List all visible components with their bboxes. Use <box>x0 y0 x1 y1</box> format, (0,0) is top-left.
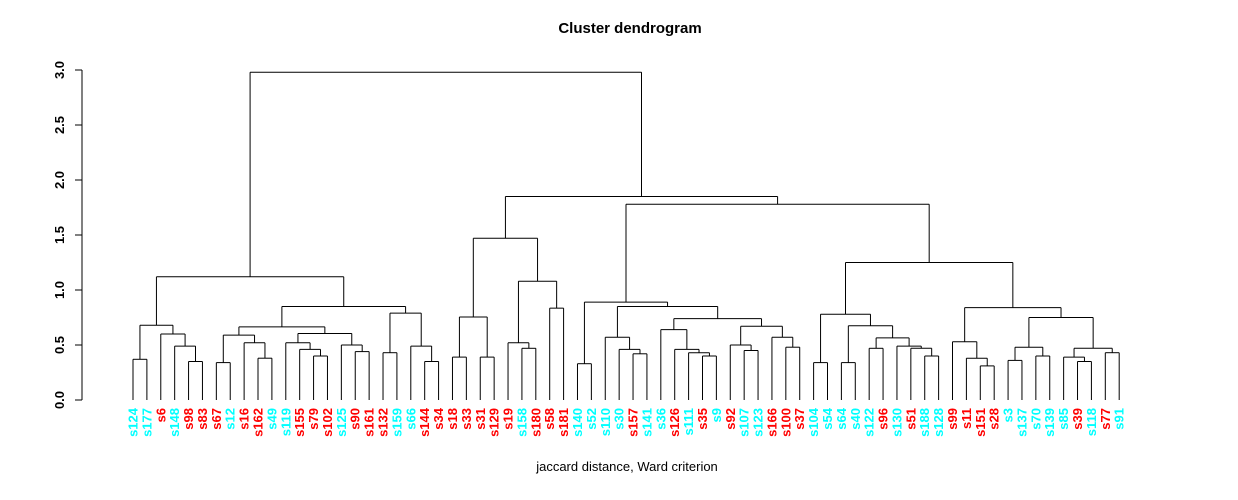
chart-title: Cluster dendrogram <box>558 20 701 37</box>
leaf-label-s83: s83 <box>195 408 210 430</box>
leaf-label-s166: s166 <box>764 408 779 437</box>
leaf-label-s31: s31 <box>473 408 488 430</box>
leaf-label-s54: s54 <box>820 407 835 429</box>
leaf-label-s107: s107 <box>737 408 752 437</box>
x-axis-label: jaccard distance, Ward criterion <box>535 459 718 474</box>
leaf-label-s99: s99 <box>945 408 960 430</box>
leaf-label-s124: s124 <box>126 407 141 437</box>
y-tick-label: 0.0 <box>52 391 67 409</box>
leaf-label-s119: s119 <box>278 408 293 436</box>
leaf-label-s37: s37 <box>792 408 807 430</box>
leaf-label-s144: s144 <box>417 407 432 437</box>
leaf-label-s34: s34 <box>431 407 446 429</box>
y-tick-label: 0.5 <box>52 336 67 354</box>
leaf-label-s35: s35 <box>695 408 710 430</box>
leaf-label-s110: s110 <box>598 408 613 436</box>
leaf-label-s132: s132 <box>376 408 391 437</box>
leaf-label-s128: s128 <box>931 408 946 437</box>
leaf-label-s49: s49 <box>264 408 279 430</box>
leaf-label-s130: s130 <box>889 408 904 437</box>
leaf-label-s162: s162 <box>251 408 266 437</box>
leaf-labels: s124s177s6s148s98s83s67s12s16s162s49s119… <box>126 407 1127 437</box>
leaf-label-s64: s64 <box>834 407 849 429</box>
leaf-label-s137: s137 <box>1014 408 1029 437</box>
leaf-label-s51: s51 <box>903 408 918 430</box>
leaf-label-s70: s70 <box>1028 408 1043 430</box>
y-tick-label: 1.5 <box>52 226 67 244</box>
leaf-label-s39: s39 <box>1070 408 1085 430</box>
leaf-label-s102: s102 <box>320 408 335 437</box>
leaf-label-s98: s98 <box>181 408 196 430</box>
leaf-label-s3: s3 <box>1001 408 1016 422</box>
leaf-label-s58: s58 <box>542 408 557 430</box>
y-tick-label: 1.0 <box>52 281 67 299</box>
leaf-label-s16: s16 <box>237 408 252 430</box>
leaf-label-s122: s122 <box>862 408 877 437</box>
leaf-label-s33: s33 <box>459 408 474 430</box>
leaf-label-s139: s139 <box>1042 408 1057 437</box>
leaf-label-s151: s151 <box>973 408 988 437</box>
leaf-label-s28: s28 <box>987 408 1002 430</box>
leaf-label-s96: s96 <box>876 408 891 430</box>
leaf-label-s177: s177 <box>139 408 154 437</box>
leaf-label-s188: s188 <box>917 408 932 437</box>
leaf-label-s40: s40 <box>848 408 863 430</box>
leaf-label-s91: s91 <box>1112 408 1127 430</box>
leaf-label-s111: s111 <box>681 408 696 436</box>
y-axis: 0.0 0.5 1.0 1.5 2.0 2.5 3.0 <box>52 61 83 409</box>
leaf-label-s158: s158 <box>514 408 529 437</box>
leaf-label-s11: s11 <box>959 408 974 429</box>
leaf-label-s9: s9 <box>709 408 724 422</box>
leaf-label-s123: s123 <box>751 408 766 437</box>
leaf-label-s155: s155 <box>292 408 307 437</box>
leaf-label-s126: s126 <box>667 408 682 437</box>
leaf-label-s129: s129 <box>487 408 502 437</box>
leaf-label-s85: s85 <box>1056 408 1071 430</box>
leaf-label-s18: s18 <box>445 408 460 430</box>
leaf-label-s100: s100 <box>778 408 793 437</box>
leaf-label-s118: s118 <box>1084 408 1099 436</box>
leaf-label-s92: s92 <box>723 408 738 430</box>
leaf-label-s90: s90 <box>348 408 363 430</box>
leaf-label-s30: s30 <box>612 408 627 430</box>
leaf-label-s36: s36 <box>653 408 668 430</box>
y-tick-label: 2.0 <box>52 171 67 189</box>
leaf-label-s181: s181 <box>556 408 571 437</box>
leaf-label-s52: s52 <box>584 408 599 430</box>
dendrogram-tree <box>132 71 1120 400</box>
leaf-label-s157: s157 <box>626 408 641 437</box>
y-tick-label: 3.0 <box>52 61 67 79</box>
leaf-label-s159: s159 <box>389 408 404 437</box>
leaf-label-s161: s161 <box>362 408 377 437</box>
leaf-label-s140: s140 <box>570 408 585 437</box>
leaf-label-s180: s180 <box>528 408 543 437</box>
leaf-label-s79: s79 <box>306 408 321 430</box>
leaf-label-s77: s77 <box>1098 408 1113 430</box>
leaf-label-s12: s12 <box>223 408 238 430</box>
leaf-label-s19: s19 <box>501 408 516 430</box>
leaf-label-s67: s67 <box>209 408 224 430</box>
leaf-label-s125: s125 <box>334 408 349 437</box>
leaf-label-s104: s104 <box>806 407 821 437</box>
leaf-label-s148: s148 <box>167 408 182 437</box>
y-tick-label: 2.5 <box>52 116 67 134</box>
leaf-label-s66: s66 <box>403 408 418 430</box>
leaf-label-s6: s6 <box>153 408 168 422</box>
leaf-label-s141: s141 <box>639 408 654 437</box>
